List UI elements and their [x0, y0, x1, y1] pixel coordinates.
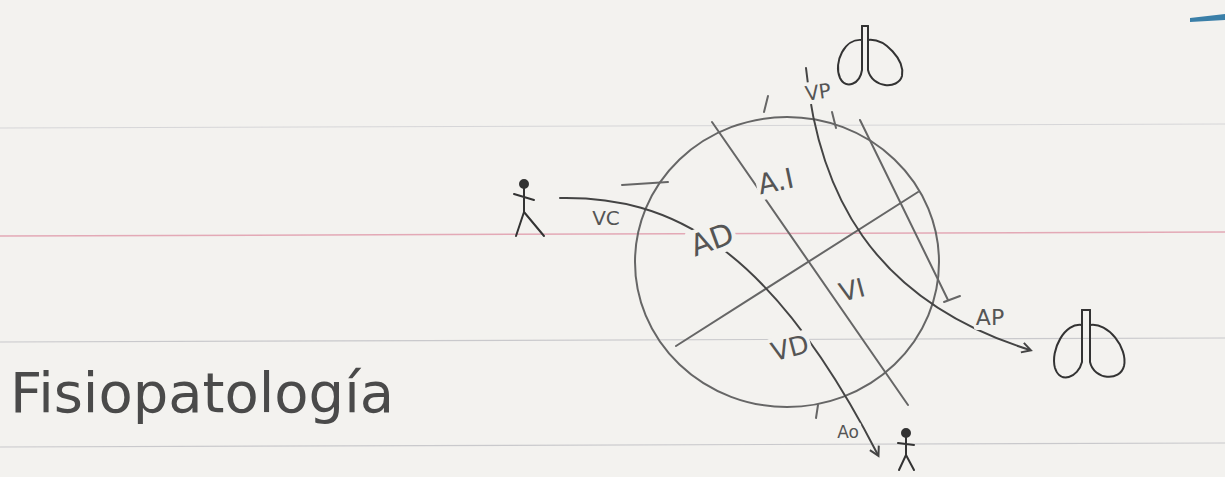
valve-line [676, 192, 918, 346]
ruled-line [0, 338, 1225, 342]
systemic-flow-line [560, 198, 878, 455]
person-icon [898, 429, 914, 470]
vessel-chamber-label: VC [590, 207, 622, 229]
page-corner [1190, 14, 1225, 22]
vessel-chamber-label: A.I [753, 163, 798, 201]
lungs-icon [1054, 310, 1124, 377]
vessel-chamber-label: VI [834, 273, 870, 308]
lungs-icon [838, 26, 902, 85]
page-heading: Fisiopatología [10, 362, 394, 424]
vessel-chamber-label: Ao [835, 423, 861, 442]
ruled-line [0, 124, 1225, 128]
heart-outline [635, 117, 939, 407]
septum-line [860, 120, 948, 300]
vessel-chamber-label: VD [766, 329, 814, 367]
person-icon [514, 180, 544, 236]
tick-mark [764, 96, 768, 112]
pulmonary-flow-line [806, 68, 1030, 350]
tick-mark [816, 405, 818, 418]
tick-mark [832, 112, 836, 128]
tick-mark [944, 296, 960, 302]
vessel-chamber-label: VP [802, 79, 835, 105]
ruled-line [0, 232, 1225, 236]
vessel-chamber-label: AP [974, 306, 1006, 330]
tick-mark [622, 182, 668, 185]
ruled-line [0, 443, 1225, 447]
